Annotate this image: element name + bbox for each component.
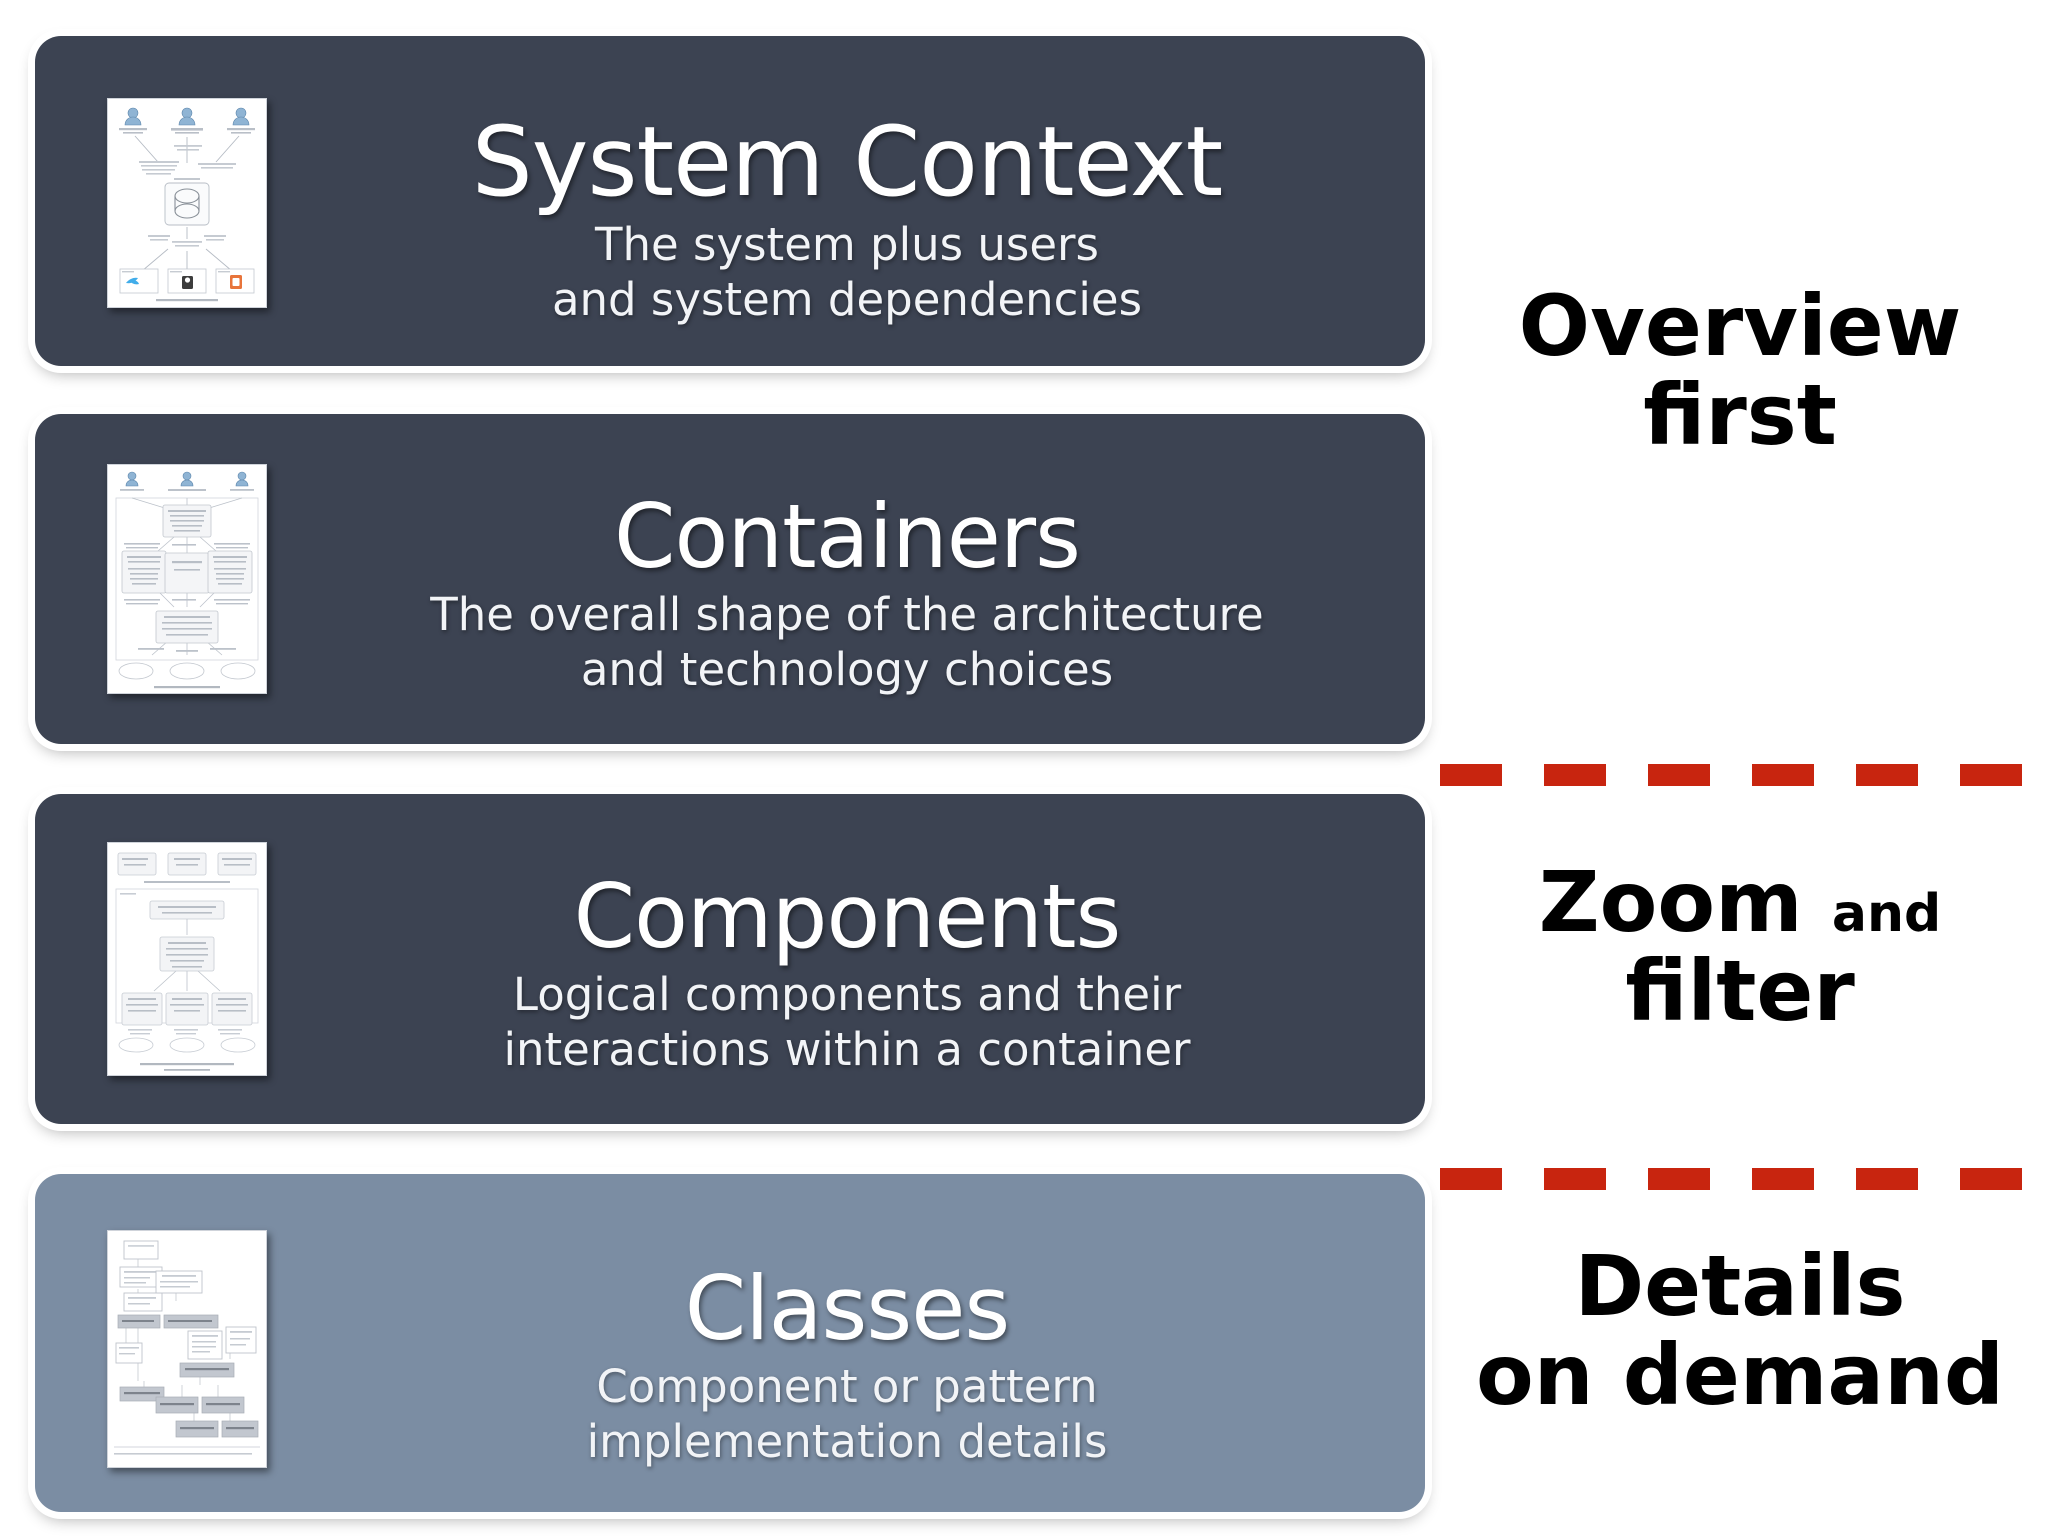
card-text-block: Components Logical components and their … — [295, 872, 1399, 1078]
annotation-overview-first: Overview first — [1432, 277, 2048, 465]
annotation-zoom-and-filter: Zoom and filter — [1432, 857, 2048, 1041]
annotation-line-1: Details — [1574, 1237, 1906, 1335]
card-text-block: System Context The system plus users and… — [295, 106, 1399, 328]
card-subtitle-line-2: implementation details — [586, 1414, 1108, 1468]
annotation-line-2: on demand — [1476, 1326, 2004, 1425]
annotation-details-on-demand: Details on demand — [1432, 1237, 2048, 1425]
card-title: Containers — [614, 485, 1081, 588]
card-subtitle: Logical components and their interaction… — [295, 968, 1399, 1078]
components-diagram-thumbnail — [107, 842, 267, 1076]
annotations-column: Overview first Zoom and filter Details o… — [1432, 0, 2048, 1536]
card-subtitle-line-2: and technology choices — [580, 642, 1114, 696]
annotation-line-2: first — [1643, 366, 1837, 465]
card-classes[interactable]: Classes Component or pattern implementat… — [35, 1174, 1425, 1512]
card-components[interactable]: Components Logical components and their … — [35, 794, 1425, 1124]
card-text-block: Classes Component or pattern implementat… — [295, 1264, 1399, 1470]
card-containers[interactable]: Containers The overall shape of the arch… — [35, 414, 1425, 744]
system-context-diagram-thumbnail — [107, 98, 267, 308]
annotation-line-2: filter — [1625, 942, 1855, 1041]
card-title: System Context — [471, 106, 1224, 218]
card-system-context[interactable]: System Context The system plus users and… — [35, 36, 1425, 366]
divider-overview-zoom — [1440, 764, 2044, 786]
annotation-zoom-word: Zoom — [1538, 853, 1803, 951]
card-subtitle: The overall shape of the architecture an… — [295, 588, 1399, 698]
divider-zoom-details — [1440, 1168, 2044, 1190]
card-subtitle: Component or pattern implementation deta… — [295, 1360, 1399, 1470]
annotation-line-1: Overview — [1518, 277, 1962, 375]
card-subtitle-line-2: and system dependencies — [551, 272, 1143, 326]
card-subtitle-line-1: The system plus users — [595, 217, 1099, 271]
card-subtitle-line-1: Logical components and their — [512, 967, 1182, 1021]
abstraction-levels-stack: System Context The system plus users and… — [35, 24, 1430, 1524]
classes-diagram-thumbnail — [107, 1230, 267, 1468]
annotation-line-1: Zoom and — [1432, 857, 2048, 947]
card-subtitle-line-1: Component or pattern — [596, 1359, 1098, 1413]
card-title: Classes — [684, 1257, 1011, 1360]
card-subtitle-line-2: interactions within a container — [503, 1022, 1191, 1076]
containers-diagram-thumbnail — [107, 464, 267, 694]
card-text-block: Containers The overall shape of the arch… — [295, 492, 1399, 698]
annotation-and-word: and — [1831, 884, 1942, 944]
card-title: Components — [573, 865, 1122, 968]
card-subtitle-line-1: The overall shape of the architecture — [430, 587, 1264, 641]
card-subtitle: The system plus users and system depende… — [295, 218, 1399, 328]
